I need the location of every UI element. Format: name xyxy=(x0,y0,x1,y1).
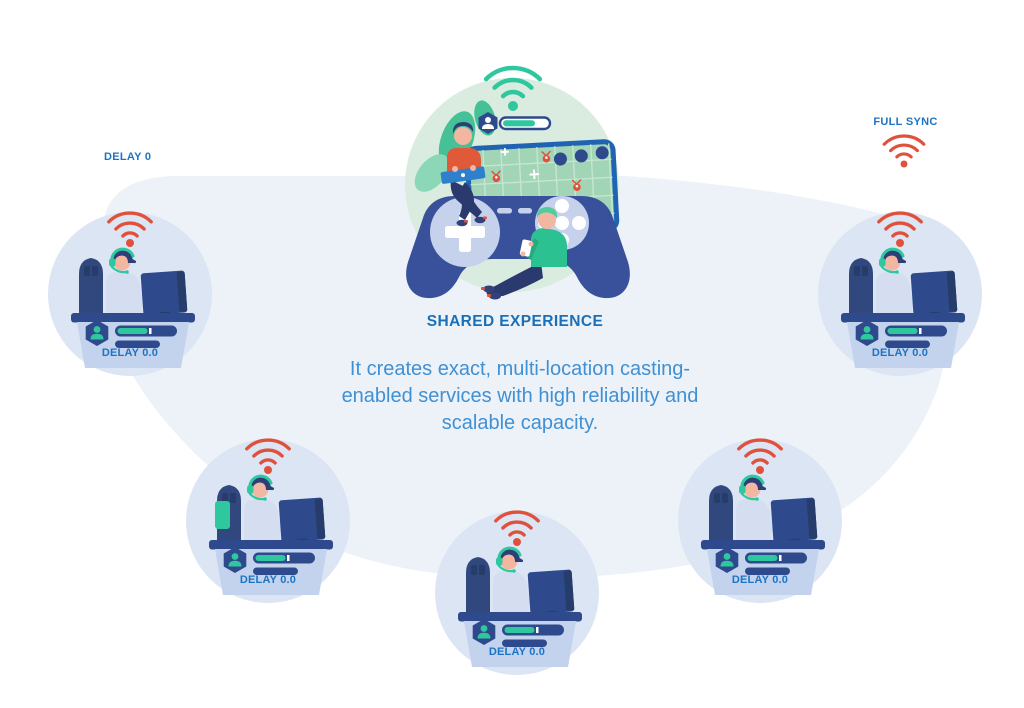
spaceship-sprites xyxy=(491,150,582,191)
shared-experience-illustration xyxy=(405,65,630,300)
pc-tower xyxy=(215,501,230,529)
full-sync-wifi-icon xyxy=(882,134,926,168)
person-with-phone xyxy=(481,207,567,300)
player-card-bottom-left: DELAY 0.0 xyxy=(184,405,352,607)
player-card-top-left: DELAY 0.0 xyxy=(46,178,214,380)
player-delay-label: DELAY 0.0 xyxy=(731,574,789,586)
page-title: SHARED EXPERIENCE xyxy=(426,313,604,330)
player-card-top-right: DELAY 0.0 xyxy=(816,178,984,380)
person-with-laptop xyxy=(440,122,487,227)
screen-menu-dots xyxy=(553,146,609,166)
sync-progress-bar xyxy=(498,116,552,131)
minus-button xyxy=(518,208,532,214)
player-delay-label: DELAY 0.0 xyxy=(239,574,297,586)
wifi-icon xyxy=(483,65,543,111)
player-card-bottom-right: DELAY 0.0 xyxy=(676,405,844,607)
player-hexagon-badge xyxy=(478,112,498,134)
player-delay-label: DELAY 0.0 xyxy=(101,347,159,359)
player-card-bottom-center: DELAY 0.0 xyxy=(433,477,601,679)
player-delay-label: DELAY 0.0 xyxy=(488,646,546,658)
full-sync-label: FULL SYNC xyxy=(873,116,938,128)
delay-zero-label: DELAY 0 xyxy=(104,151,152,163)
minus-button xyxy=(497,208,512,214)
description-text: It creates exact, multi-location casting… xyxy=(341,358,699,434)
laptop xyxy=(440,166,486,184)
player-delay-label: DELAY 0.0 xyxy=(871,347,929,359)
